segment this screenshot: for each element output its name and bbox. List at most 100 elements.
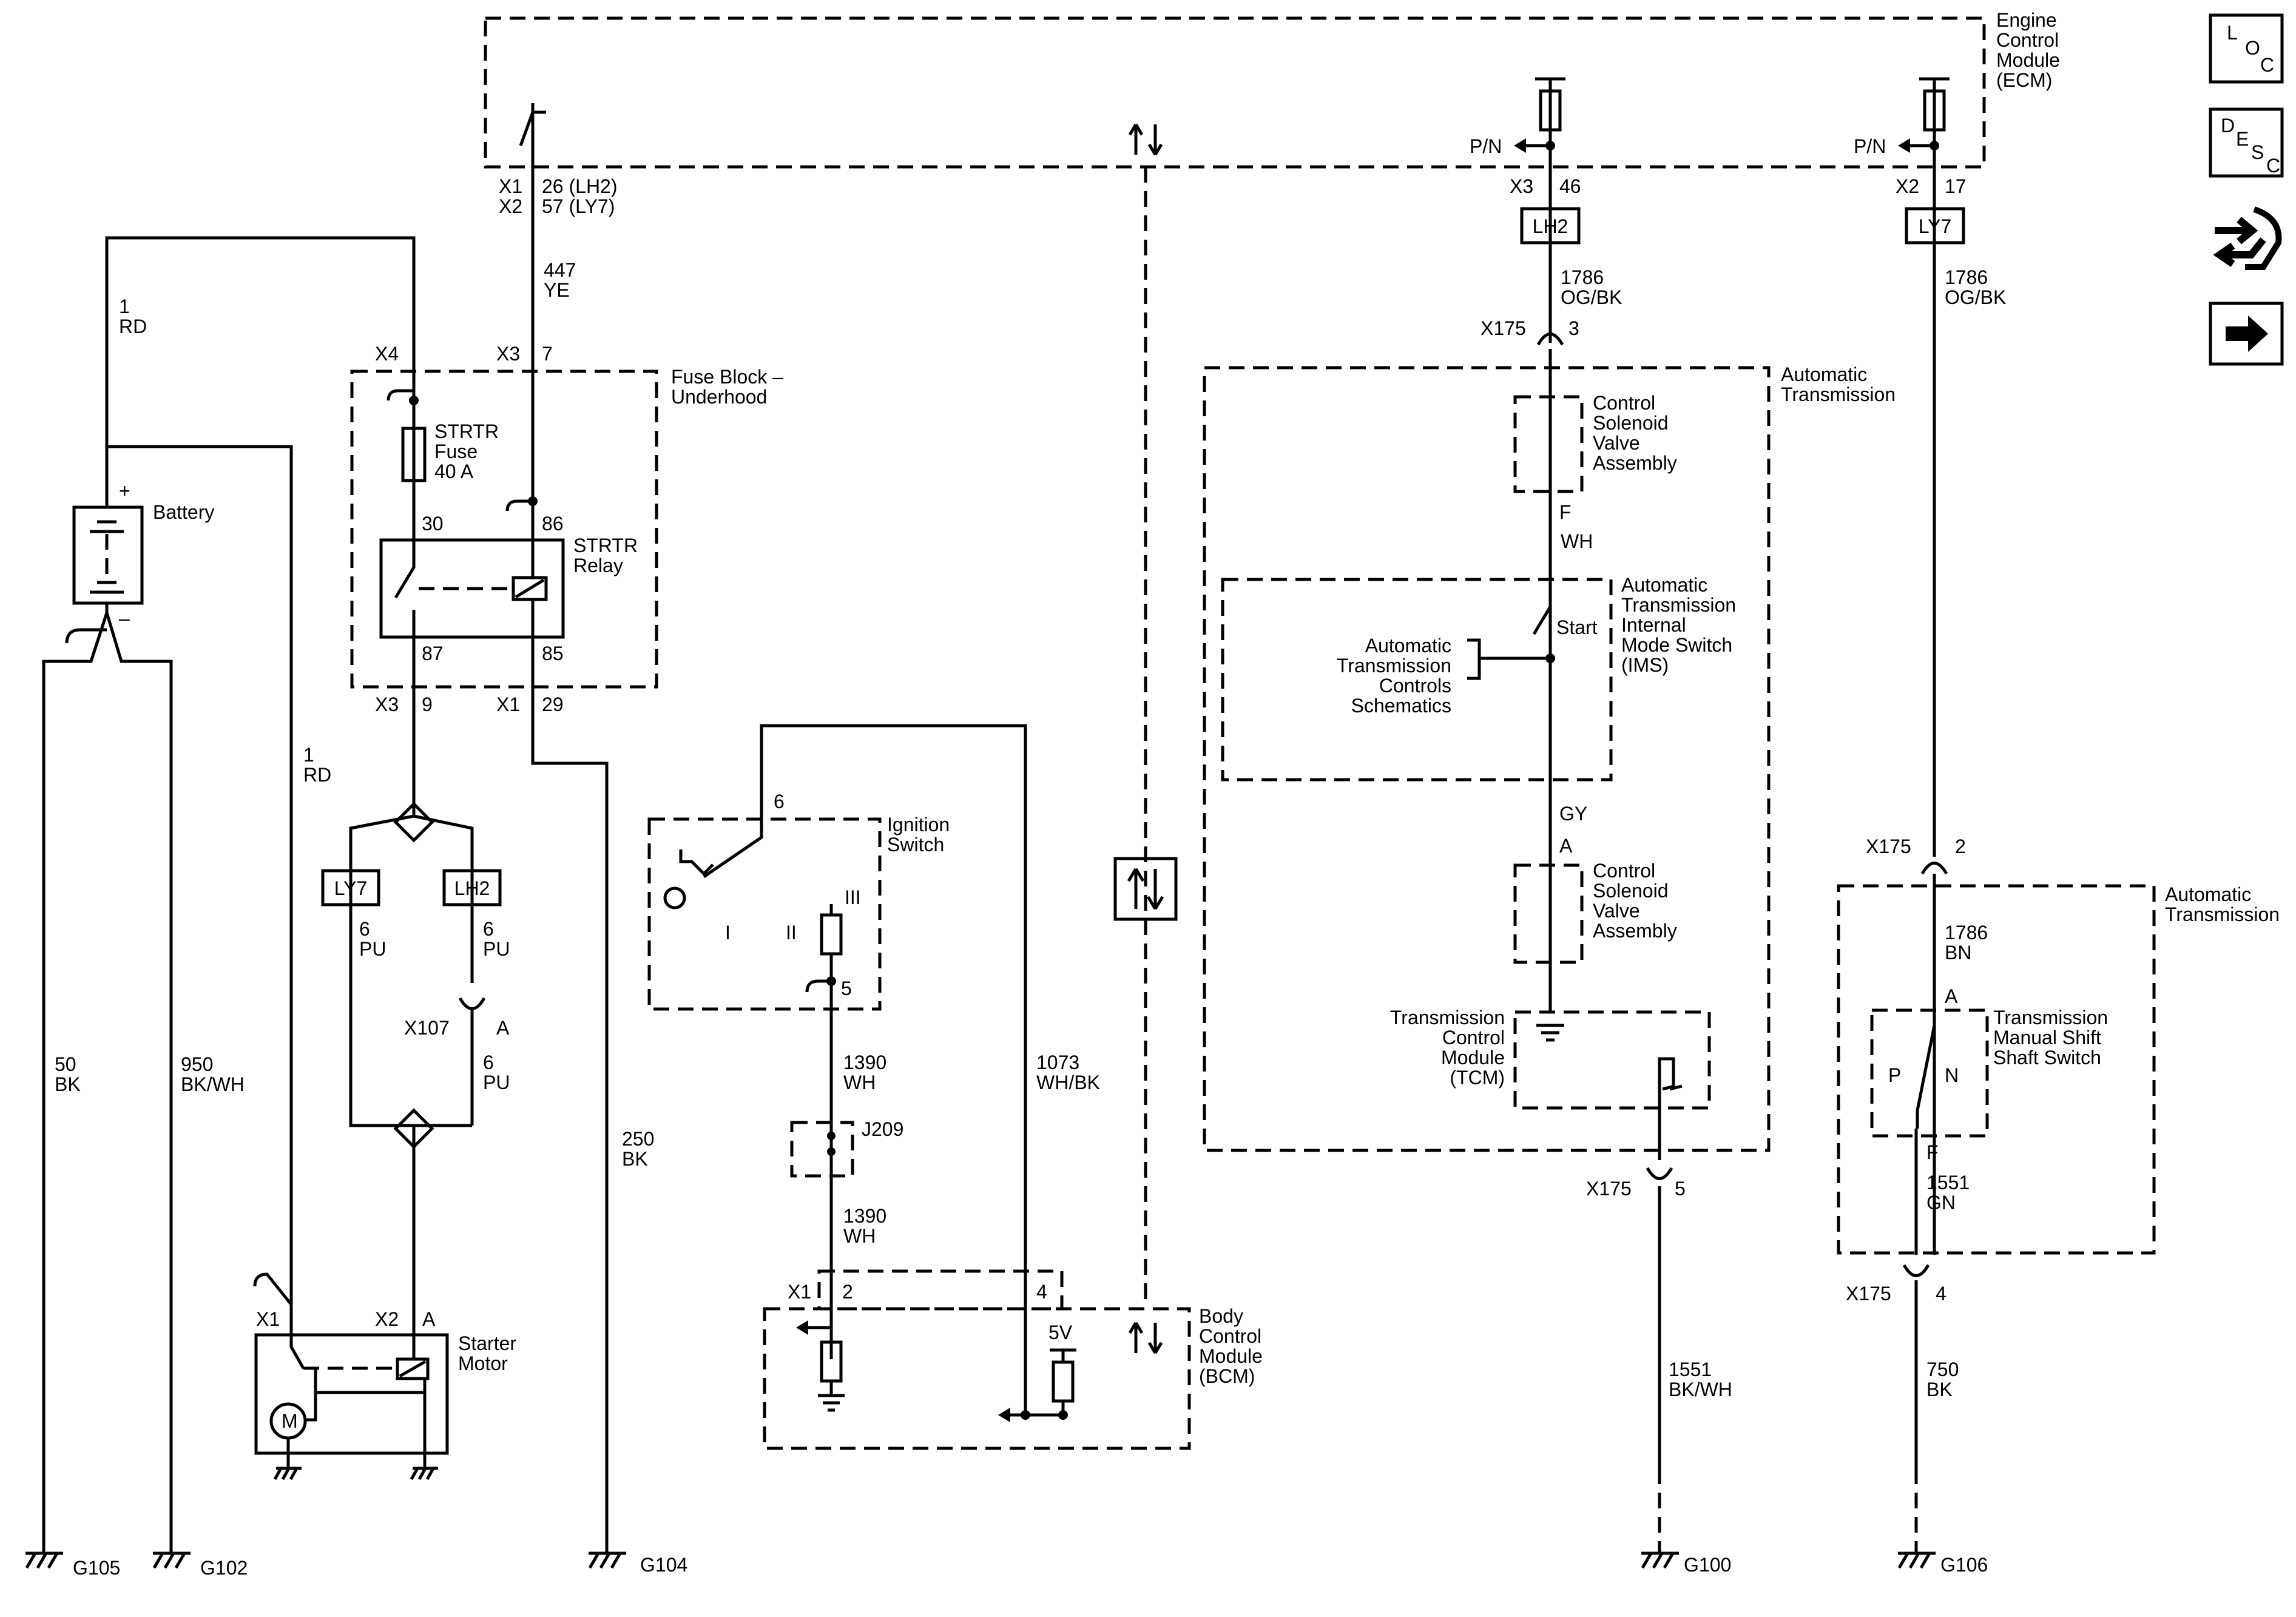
j209-dot [827,1132,836,1140]
svg-text:BN: BN [1945,942,1971,964]
next-arrow-button[interactable] [2209,302,2284,366]
svg-text:(TCM): (TCM) [1450,1067,1505,1089]
ignition-switch-box [647,817,882,1011]
ground-g104: G104 [640,1554,687,1576]
svg-text:C: C [2260,54,2274,76]
ground-starter-sol-icon [410,1467,438,1480]
splice-dot [1545,141,1555,150]
pin-ign-iii: III [845,886,861,908]
pin-sm-m: M [282,1410,298,1432]
svg-text:Engine: Engine [1996,9,2057,31]
svg-text:Control: Control [1593,392,1655,414]
svg-text:1: 1 [119,295,130,317]
svg-text:Control: Control [1199,1325,1261,1347]
ignition-resistor [820,913,843,956]
tag-ly7-box [321,869,380,906]
pin-fb-x1: X1 [496,694,520,715]
svg-text:Automatic: Automatic [1365,635,1451,657]
pin-j209: J209 [862,1118,903,1140]
svg-text:6: 6 [483,1052,494,1073]
svg-text:1073: 1073 [1036,1052,1079,1073]
svg-text:447: 447 [544,259,576,281]
ecm-resistor-lh2 [1539,89,1562,132]
bcm-arrowhead-left [796,1320,808,1335]
pin-fb-9: 9 [422,694,433,715]
svg-text:1786: 1786 [1561,266,1604,288]
motor-to-path [305,1393,317,1422]
ground-g105-icon [25,1551,63,1569]
relay-coil-slash [515,578,545,599]
starter-motor-box [254,1333,449,1455]
svg-text:6: 6 [359,918,370,940]
connector-x175-3 [1536,333,1564,346]
svg-text:YE: YE [544,279,570,301]
pin-ecm-x2b: X2 [1896,175,1919,197]
mss-box [1870,1008,1989,1138]
connector-end-view-icon[interactable] [2213,206,2282,270]
mss-switch [1916,1013,1936,1129]
ground-starter-motor-icon [273,1467,302,1480]
svg-text:Transmission: Transmission [2165,903,2280,925]
ims-switch [1532,601,1552,635]
ims-bracket [1467,638,1550,680]
desc-button[interactable]: D E S C [2209,107,2284,178]
svg-text:BK/WH: BK/WH [181,1073,245,1095]
splice-dot [826,976,836,986]
svg-text:Automatic: Automatic [1781,363,1867,385]
pin-fb-7: 7 [542,343,553,365]
connector-batt-neg [65,628,107,644]
ims-box [1221,578,1613,781]
pin-mss-a: A [1945,985,1958,1007]
svg-text:BK: BK [1926,1379,1953,1400]
right-arrow-icon [2226,316,2268,352]
wire-lh2-branch [413,814,474,983]
svg-text:Ignition: Ignition [887,814,950,836]
pin-fb-87: 87 [422,643,444,664]
wire-label-f-wh: FWH [1559,501,1593,552]
pin-ecm-57: 57 (LY7) [542,195,615,217]
pn-arrowhead-lh2 [1514,138,1526,153]
svg-text:(ECM): (ECM) [1996,69,2052,91]
svg-text:Fuse: Fuse [434,441,478,462]
bcm-connector-box [817,1269,1064,1311]
pin-fb-85: 85 [542,643,564,664]
wire-1073 [760,724,1027,1415]
svg-text:L: L [2227,22,2238,44]
connector-x107 [458,997,486,1010]
svg-text:Control: Control [1593,860,1655,882]
svg-text:Automatic: Automatic [2165,883,2251,905]
pin-fb-x4: X4 [375,343,399,365]
tcm-ground [1536,1024,1564,1042]
connector-x175-2 [1920,862,1948,875]
wire-1rd-top [105,236,416,507]
splice-dot [409,396,419,405]
ground-g104-icon [588,1551,626,1569]
svg-text:STRTR: STRTR [573,535,638,556]
tcm-box [1513,1010,1711,1110]
pin-ign-i: I [725,922,731,944]
pin-x107-a: A [496,1017,510,1039]
fuse-block-box [350,370,658,689]
pin-batt-plus: + [119,480,130,502]
splice-dot [1058,1410,1068,1420]
atcs-link[interactable]: Automatic Transmission Controls Schemati… [1337,635,1451,717]
pin-ecm-x1: X1 [499,175,522,197]
pin-bcm-x1: X1 [788,1281,811,1303]
tag-lh2-b: LH2 [1533,215,1568,237]
svg-text:RD: RD [303,764,331,786]
pin-x175-3n: 3 [1568,317,1579,339]
svg-text:250: 250 [622,1128,654,1150]
j209-dot [827,1147,836,1156]
serial-data-button[interactable] [1113,857,1178,921]
starter-switch [289,1335,305,1369]
loc-button[interactable]: L O C [2209,13,2284,84]
pn-arrowhead-ly7 [1898,138,1910,153]
splice-diamond-lower [393,1108,434,1149]
